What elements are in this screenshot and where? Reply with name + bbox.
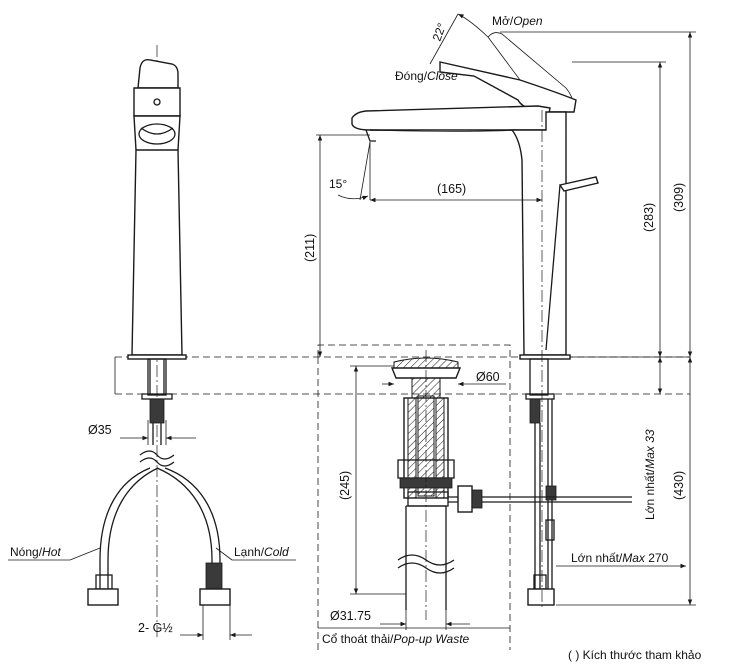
label-cold: Lạnh/Cold	[234, 545, 289, 559]
label-dim-245: (245)	[338, 471, 352, 500]
label-max-33: Lớn nhất/Max 33	[643, 429, 657, 520]
label-max-270: Lớn nhất/Max 270	[571, 551, 669, 565]
label-reference-note: ( ) Kích thước tham khảo	[568, 648, 702, 662]
popup-waste	[317, 344, 632, 650]
label-hot: Nóng/Hot	[10, 545, 61, 559]
label-open: Mở/Open	[492, 14, 543, 28]
label-dim-309: (309)	[672, 183, 686, 212]
front-view	[8, 45, 296, 640]
label-dim-60: Ø60	[476, 370, 500, 384]
label-dim-283: (283)	[642, 203, 656, 232]
side-view	[316, 13, 696, 610]
label-close: Đóng/Close	[395, 69, 458, 83]
labels: Mở/Open Đóng/Close 22° 15° (165) (211) (…	[10, 14, 702, 662]
counter-surface	[114, 356, 690, 395]
label-dim-165: (165)	[437, 182, 466, 196]
label-thread: 2- G½	[138, 621, 173, 635]
label-dim-430: (430)	[672, 471, 686, 500]
label-dim-3175: Ø31.75	[330, 609, 371, 623]
label-angle-15: 15°	[329, 177, 347, 191]
label-dim-35: Ø35	[88, 423, 112, 437]
label-popup-waste: Cổ thoát thải/Pop-up Waste	[322, 632, 470, 646]
label-dim-211: (211)	[303, 234, 317, 262]
label-angle-22: 22°	[430, 21, 449, 43]
